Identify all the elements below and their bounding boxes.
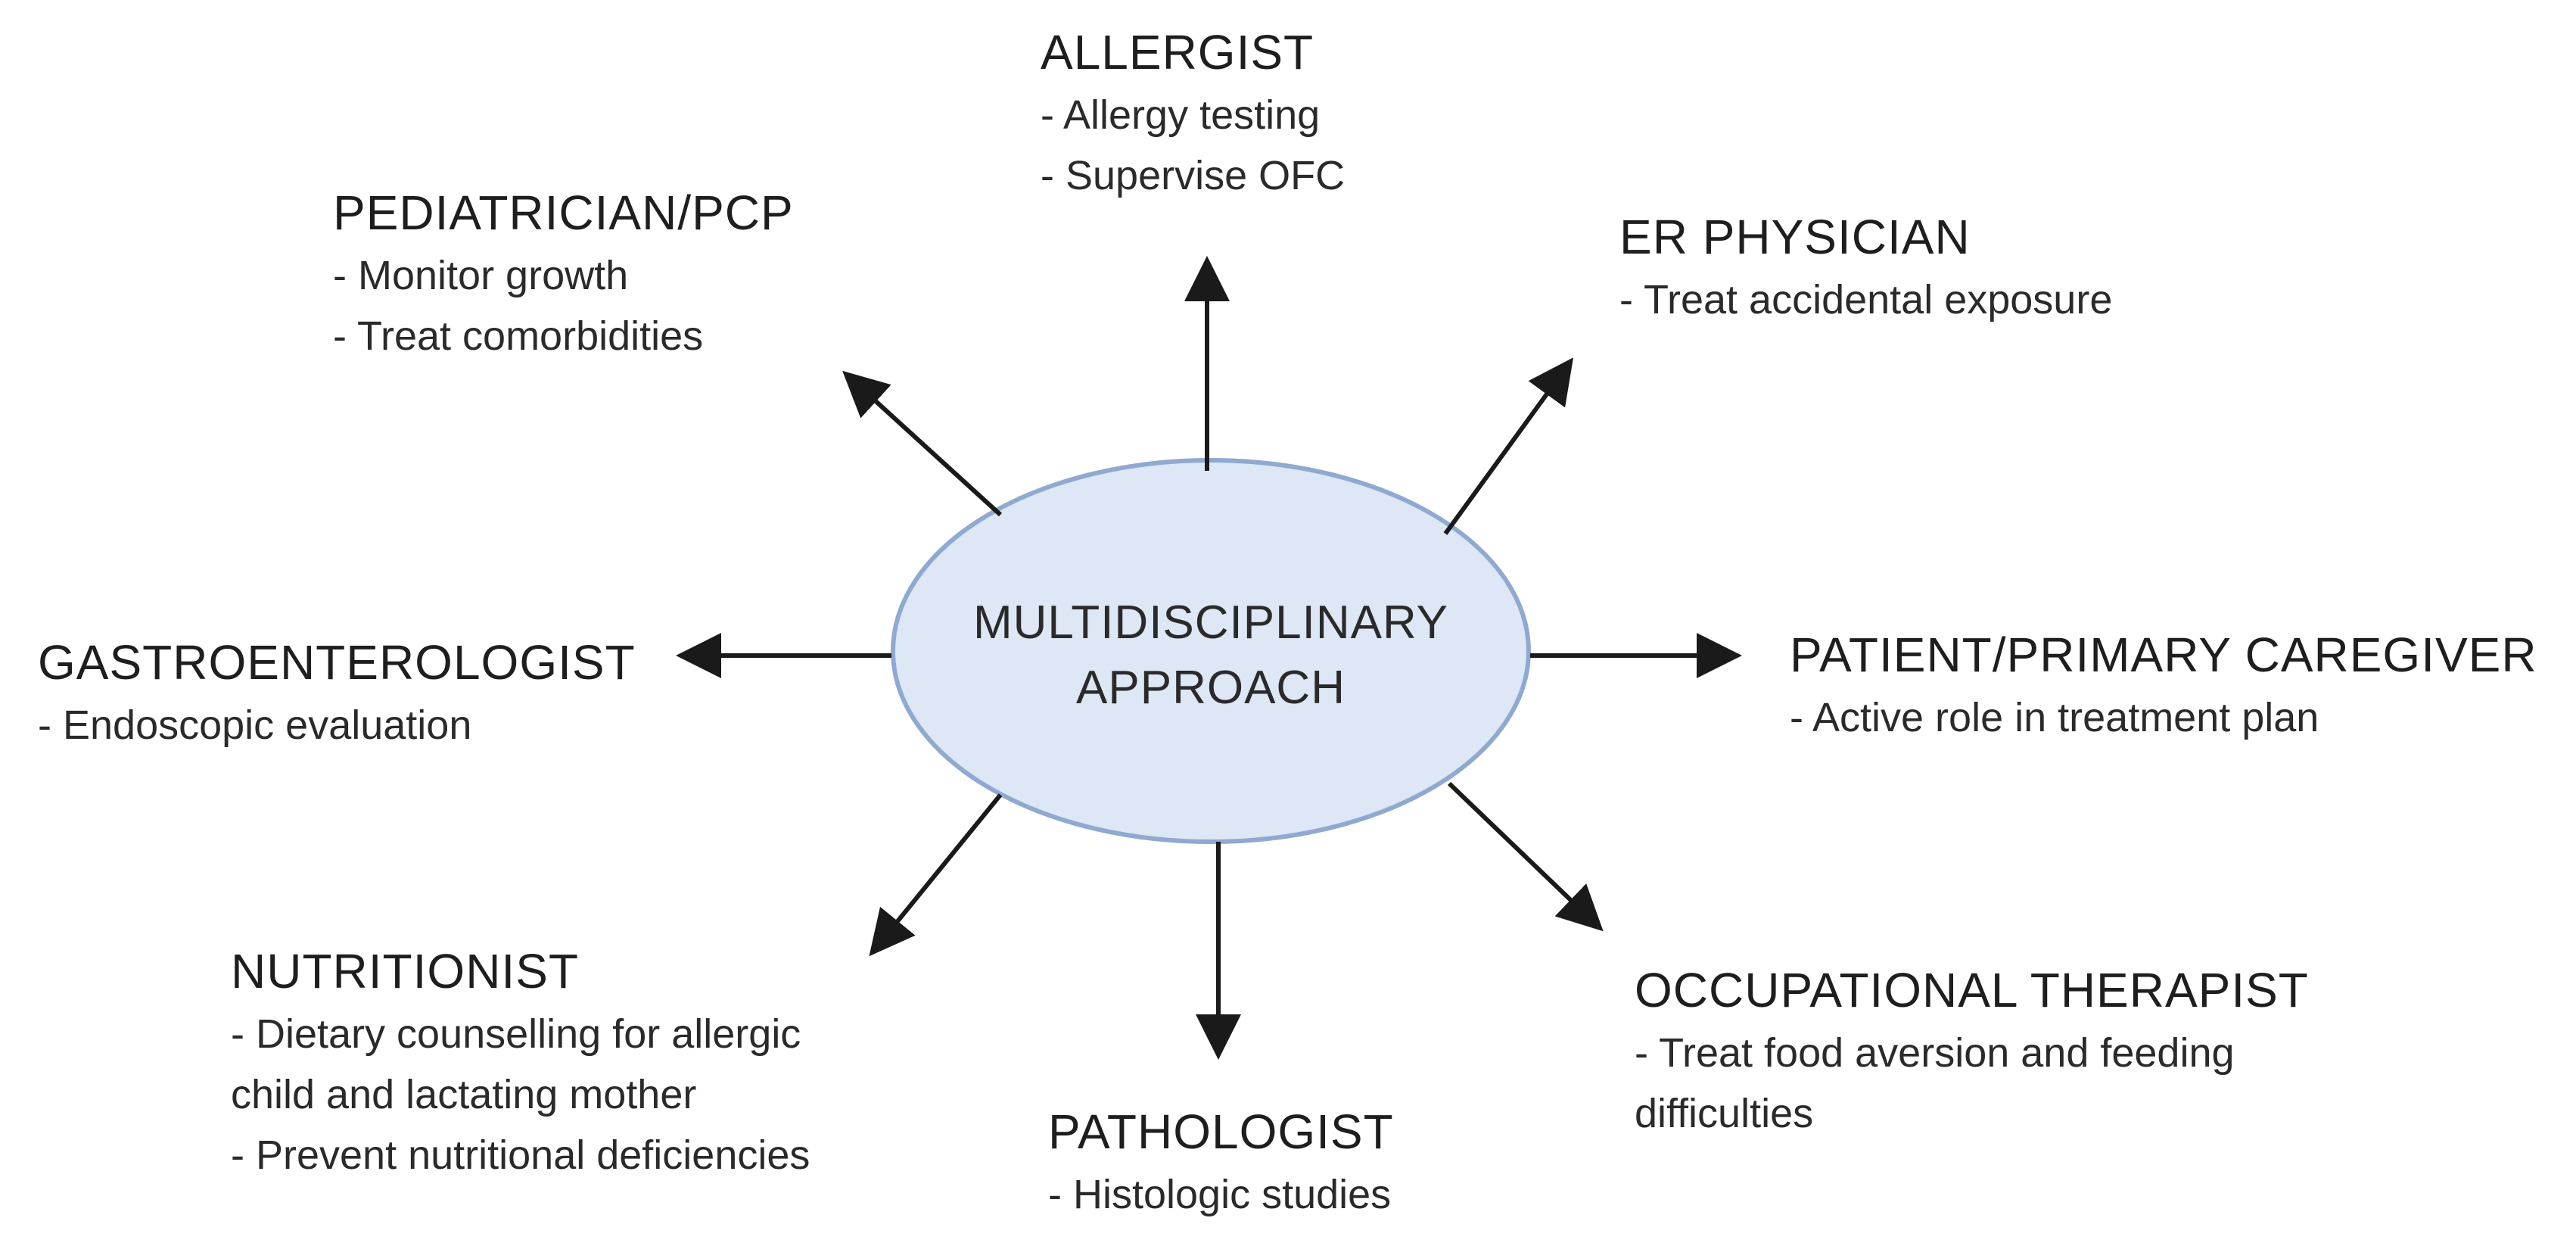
node-pathologist: PATHOLOGIST - Histologic studies	[1048, 1099, 1394, 1225]
node-item: child and lactating mother	[231, 1072, 697, 1117]
node-item: difficulties	[1635, 1091, 1814, 1136]
node-item: - Allergy testing	[1041, 92, 1321, 138]
center-label: MULTIDISCIPLINARY APPROACH	[893, 590, 1529, 721]
node-nutritionist: NUTRITIONIST - Dietary counselling for a…	[231, 939, 810, 1185]
node-item: - Treat food aversion and feeding	[1635, 1030, 2235, 1076]
center-label-line-1: MULTIDISCIPLINARY	[973, 597, 1448, 649]
node-item: - Endoscopic evaluation	[38, 702, 472, 748]
node-title: ALLERGIST	[1041, 25, 1314, 79]
node-item: - Treat accidental exposure	[1619, 277, 2113, 322]
node-title: ER PHYSICIAN	[1619, 210, 1971, 264]
arrow-to-er-physician	[1443, 357, 1574, 535]
center-ellipse	[891, 458, 1531, 844]
arrow-to-occupational-therapist	[1447, 781, 1604, 932]
node-item: - Supervise OFC	[1041, 153, 1346, 198]
node-title: OCCUPATIONAL THERAPIST	[1635, 963, 2309, 1017]
node-allergist: ALLERGIST - Allergy testing - Supervise …	[1041, 20, 1345, 206]
node-title: PEDIATRICIAN/PCP	[333, 185, 794, 240]
node-title: PATHOLOGIST	[1048, 1104, 1394, 1159]
center-label-line-2: APPROACH	[1076, 662, 1346, 714]
arrow-to-pediatrician	[842, 370, 1003, 517]
node-item: - Prevent nutritional deficiencies	[231, 1132, 810, 1178]
node-patient-caregiver: PATIENT/PRIMARY CAREGIVER - Active role …	[1790, 622, 2537, 748]
node-gastroenterologist: GASTROENTEROLOGIST - Endoscopic evaluati…	[38, 630, 636, 755]
node-item: - Monitor growth	[333, 253, 629, 298]
node-title: GASTROENTEROLOGIST	[38, 635, 636, 690]
node-title: NUTRITIONIST	[231, 944, 579, 998]
node-occupational-therapist: OCCUPATIONAL THERAPIST - Treat food aver…	[1635, 958, 2309, 1144]
node-item: - Active role in treatment plan	[1790, 695, 2319, 740]
node-title: PATIENT/PRIMARY CAREGIVER	[1790, 628, 2537, 682]
node-item: - Histologic studies	[1048, 1172, 1392, 1217]
arrow-to-nutritionist	[869, 793, 1003, 957]
node-item: - Dietary counselling for allergic	[231, 1011, 801, 1057]
node-er-physician: ER PHYSICIAN - Treat accidental exposure	[1619, 204, 2112, 330]
node-item: - Treat comorbidities	[333, 313, 704, 359]
node-pediatrician: PEDIATRICIAN/PCP - Monitor growth - Trea…	[333, 180, 794, 366]
